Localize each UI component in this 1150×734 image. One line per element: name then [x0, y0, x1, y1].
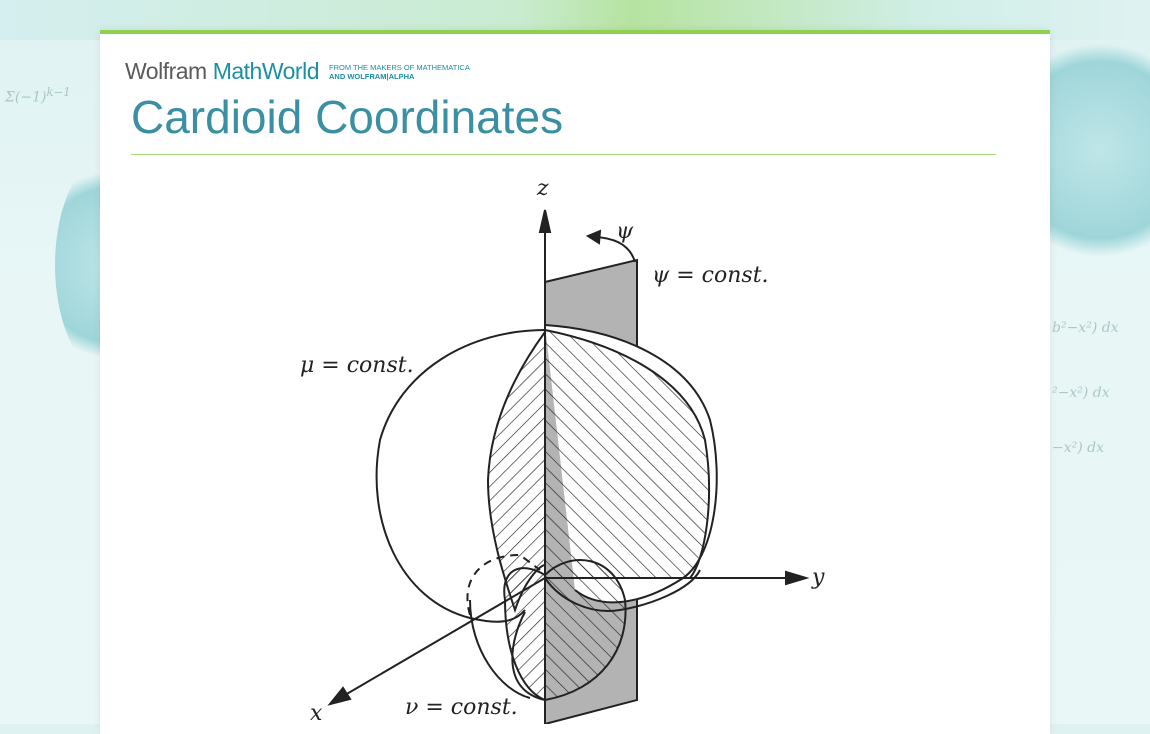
background-math: Σ(−1)k−1	[5, 85, 71, 106]
page-title: Cardioid Coordinates	[131, 91, 564, 143]
x-axis-arrowhead	[327, 686, 352, 706]
brand-tagline: FROM THE MAKERS OF MATHEMATICA AND WOLFR…	[329, 63, 470, 81]
mu-const-label: μ = const.	[300, 353, 414, 378]
wolfram-mathworld-logo[interactable]: Wolfram MathWorld FROM THE MAKERS OF MAT…	[125, 58, 470, 85]
x-axis-label: x	[310, 701, 323, 724]
background-math: ²−x²) dx	[1052, 385, 1110, 401]
y-axis-arrowhead	[785, 570, 810, 586]
nu-const-label: ν = const.	[405, 695, 518, 720]
psi-const-label: ψ = const.	[652, 263, 769, 288]
x-axis	[344, 577, 546, 696]
tagline-line1: FROM THE MAKERS OF MATHEMATICA	[328, 62, 470, 72]
title-divider	[131, 154, 996, 155]
z-axis-arrowhead	[538, 209, 552, 233]
brand-wolfram: Wolfram	[125, 58, 207, 84]
background-math: b²−x²) dx	[1052, 320, 1119, 336]
nu-surface	[503, 567, 546, 701]
hatched-section-right	[544, 328, 710, 579]
dashed-circle	[466, 553, 541, 616]
background-decoration	[1030, 20, 1150, 280]
psi-label: ψ	[616, 219, 634, 244]
background-math: −x²) dx	[1052, 440, 1105, 456]
y-axis-label: y	[811, 565, 825, 590]
tagline-line2: AND WOLFRAM|ALPHA	[328, 71, 415, 81]
z-axis-label: z	[536, 176, 549, 201]
brand-mathworld: MathWorld	[212, 58, 320, 84]
